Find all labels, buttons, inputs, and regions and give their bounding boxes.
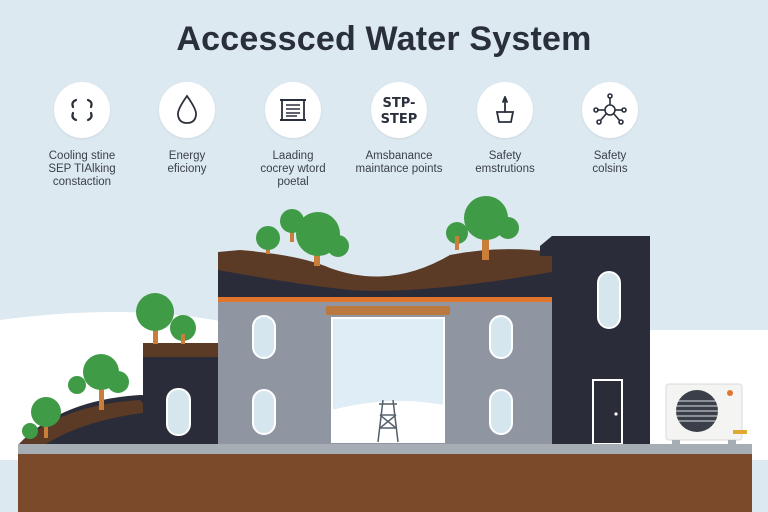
step-text-icon: STP- STEP <box>371 82 427 138</box>
feature-loading: Laading cocrey wtord poetal <box>228 82 358 189</box>
left-annex-window <box>166 388 191 436</box>
roof-trim <box>218 297 552 302</box>
window-top-left <box>252 315 276 359</box>
atrium-lintel <box>326 306 450 315</box>
page-title: Accessced Water System <box>176 20 592 58</box>
cooling-coil-icon <box>54 82 110 138</box>
right-tower-step <box>540 236 552 256</box>
tree-roof-right <box>446 196 519 260</box>
control-panel-icon <box>265 82 321 138</box>
feature-energy: Energy eficiony <box>122 82 252 176</box>
green-roof-shadow <box>218 270 552 298</box>
tree-roof-center <box>296 212 349 266</box>
feature-label: Energy eficiony <box>167 150 207 175</box>
feature-icon-row: Cooling stine SEP TIAlking constaction E… <box>0 82 768 192</box>
door-handle <box>614 412 618 416</box>
left-annex-roof <box>143 343 218 357</box>
right-tower-door <box>592 379 623 445</box>
tree-left-annex <box>136 293 196 344</box>
water-drop-icon <box>159 82 215 138</box>
svg-text:STP-: STP- <box>383 96 416 111</box>
feature-label: Laading cocrey wtord poetal <box>260 150 326 188</box>
window-bottom-right <box>489 389 513 435</box>
tree-roof-left <box>256 209 304 254</box>
flask-icon <box>477 82 533 138</box>
feature-label: Safety emstrutions <box>475 150 535 175</box>
outdoor-ac-unit <box>665 383 747 446</box>
feature-label: Amsbanance maintance points <box>355 150 443 175</box>
tree-left-bottom <box>22 397 61 439</box>
window-top-right <box>489 315 513 359</box>
feature-maintenance: STP- STEP Amsbanance maintance points <box>334 82 464 176</box>
feature-cooling: Cooling stine SEP TIAlking constaction <box>17 82 147 189</box>
network-nodes-icon <box>582 82 638 138</box>
feature-safety-instructions: Safety emstrutions <box>440 82 570 176</box>
feature-safety-collisions: Safety colsins <box>545 82 675 176</box>
transmission-tower-icon <box>377 399 399 443</box>
left-hillside-soil <box>18 400 150 448</box>
feature-label: Cooling stine SEP TIAlking constaction <box>48 150 116 188</box>
ground-soil <box>18 454 752 512</box>
tree-left-mid <box>68 354 129 410</box>
svg-text:STEP: STEP <box>381 112 418 127</box>
window-bottom-left <box>252 389 276 435</box>
right-tower-window <box>597 271 621 329</box>
feature-label: Safety colsins <box>592 150 628 175</box>
ground-platform <box>18 444 752 456</box>
